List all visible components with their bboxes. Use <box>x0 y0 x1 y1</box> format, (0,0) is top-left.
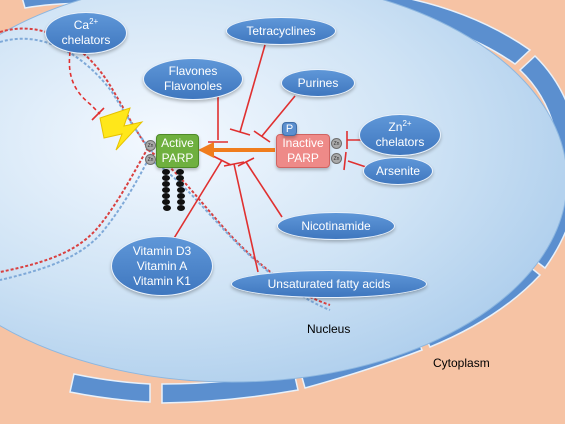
inactive-parp-zn-finger-2: Zn <box>331 153 342 164</box>
unsaturated-fatty-acids-node: Unsaturated fatty acids <box>231 270 427 298</box>
nicotinamide-label: Nicotinamide <box>301 218 371 233</box>
inactive-parp: Inactive PARP <box>276 134 330 168</box>
flavones-label: Flavones <box>168 64 218 78</box>
arsenite-label: Arsenite <box>375 163 421 178</box>
zn-chelators-label: Zn2+ <box>388 119 412 135</box>
zn-chelators-label-2: chelators <box>375 135 425 149</box>
ca-chelators-label-2: chelators <box>61 33 111 47</box>
nicotinamide-node: Nicotinamide <box>277 212 395 240</box>
nucleus-label: Nucleus <box>307 322 351 336</box>
inactive-parp-label-2: PARP <box>287 151 319 165</box>
activation-arrow <box>198 142 275 158</box>
purines-node: Purines <box>281 69 355 97</box>
active-parp-zn-finger-2: Zn <box>145 154 156 165</box>
vitamins-node: Vitamin D3 Vitamin A Vitamin K1 <box>111 236 213 296</box>
inhibition-lines <box>68 44 370 273</box>
flavonoles-label: Flavonoles <box>163 79 223 93</box>
phosphate-label: P <box>285 122 294 135</box>
tetracyclines-node: Tetracyclines <box>226 17 336 45</box>
dna-damage-lightning-icon <box>99 107 144 151</box>
inactive-parp-label-1: Inactive <box>282 136 324 150</box>
ca-chelators-label: Ca2+ <box>73 17 99 33</box>
cytoplasm-label: Cytoplasm <box>433 356 490 370</box>
vitamin-a-label: Vitamin A <box>136 258 188 273</box>
nucleus <box>0 0 565 383</box>
vitamin-k1-label: Vitamin K1 <box>133 273 191 288</box>
zn-chelators-node: Zn2+ chelators <box>359 114 441 156</box>
tetracyclines-label: Tetracyclines <box>246 23 316 38</box>
phosphate-tag: P <box>282 122 297 136</box>
flavones-node: Flavones Flavonoles <box>143 58 243 100</box>
unsaturated-fatty-acids-label: Unsaturated fatty acids <box>267 276 391 291</box>
ca-chelators-node: Ca2+ chelators <box>45 12 127 54</box>
active-parp-label-2: PARP <box>161 151 194 165</box>
arsenite-node: Arsenite <box>363 157 433 185</box>
active-parp: Active PARP <box>156 134 199 168</box>
purines-label: Purines <box>297 75 339 90</box>
active-parp-zn-finger-1: Zn <box>145 140 156 151</box>
active-parp-label-1: Active <box>161 136 194 150</box>
inactive-parp-zn-finger-1: Zn <box>331 138 342 149</box>
vitamin-d3-label: Vitamin D3 <box>132 243 192 258</box>
par-chains <box>162 169 185 211</box>
